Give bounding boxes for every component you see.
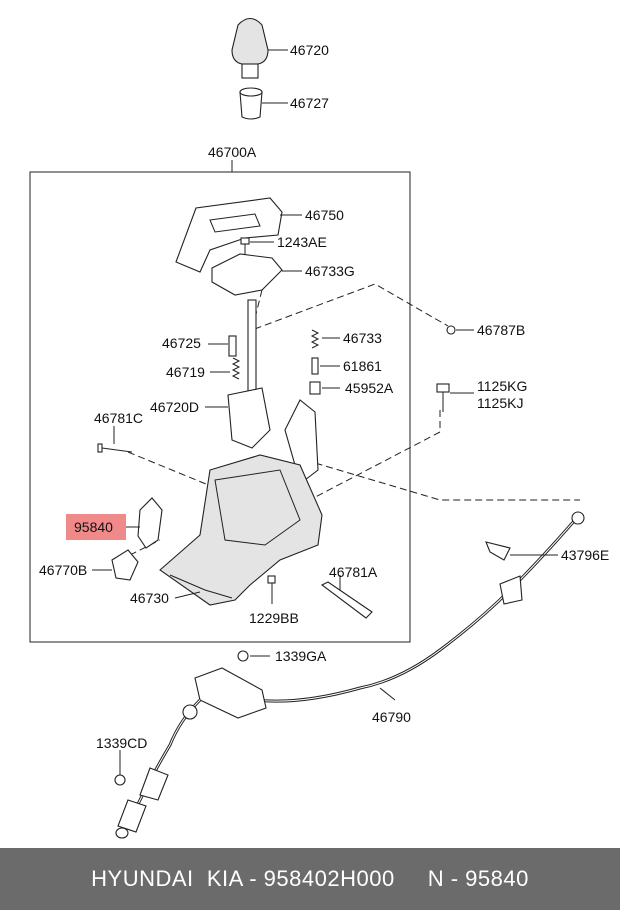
callout-46725: 46725: [162, 335, 201, 351]
bolt-1125kg: [436, 383, 450, 412]
pin-46781a: [320, 581, 373, 619]
callout-46781c: 46781C: [94, 410, 143, 426]
callout-46719: 46719: [166, 364, 205, 380]
assembly-label: 46700A: [208, 144, 257, 160]
callout-46750: 46750: [305, 207, 344, 223]
callout-1339cd: 1339CD: [96, 735, 147, 751]
cable-plate: [194, 667, 267, 719]
callout-45952a: 45952A: [345, 380, 394, 396]
shifter-base: [159, 454, 323, 606]
footer-text: HYUNDAI KIA - 958402H000 N - 95840: [91, 866, 529, 891]
callout-46790: 46790: [372, 709, 411, 725]
callout-46720: 46720: [290, 42, 329, 58]
callout-46770b: 46770B: [39, 562, 87, 578]
callout-1243ae: 1243AE: [277, 234, 327, 250]
callout-43796e: 43796E: [561, 547, 609, 563]
callout-61861: 61861: [343, 358, 382, 374]
parts-diagram: 46720 46727 46700A 46750 1243AE 46733G 4…: [29, 17, 609, 839]
highlight-box: [66, 514, 126, 540]
callout-1125kj: 1125KJ: [477, 395, 523, 411]
inhibitor-switch: [137, 497, 163, 549]
callout-46781a: 46781A: [329, 564, 378, 580]
detent-assembly: [227, 387, 271, 449]
callout-1339ga: 1339GA: [275, 648, 327, 664]
callout-46727: 46727: [290, 95, 329, 111]
callout-46720d: 46720D: [150, 399, 199, 415]
part-46770b: [111, 549, 139, 581]
shift-knob: [231, 17, 269, 79]
indicator-cover: [175, 197, 283, 273]
indicator-plate: [211, 253, 283, 296]
bolt-1243ae: [240, 237, 250, 254]
callout-46730: 46730: [130, 590, 169, 606]
footer-bar: HYUNDAI KIA - 958402H000 N - 95840: [0, 848, 620, 910]
callout-46733: 46733: [343, 330, 382, 346]
callout-1125kg: 1125KG: [477, 378, 527, 394]
assembly-frame: [29, 171, 411, 643]
callout-46787b: 46787B: [477, 322, 525, 338]
callout-46733g: 46733G: [305, 263, 355, 279]
knob-sleeve: [239, 87, 263, 120]
callout-95840: 95840: [74, 519, 113, 535]
callout-1229bb: 1229BB: [249, 610, 299, 626]
